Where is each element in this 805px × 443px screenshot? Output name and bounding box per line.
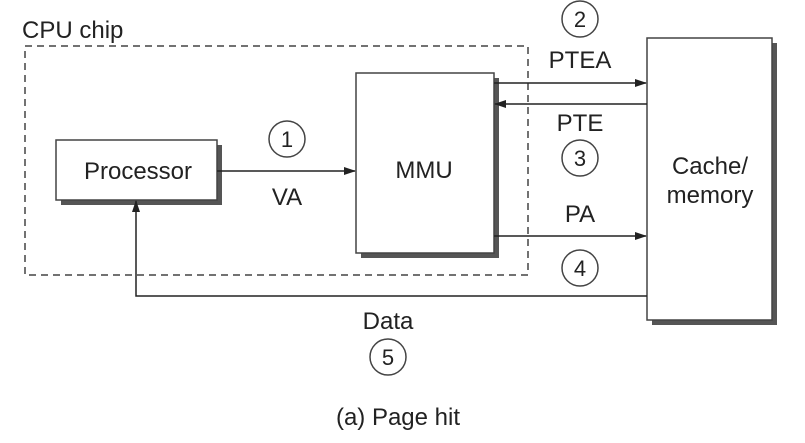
step-3-badge bbox=[561, 139, 599, 177]
cpu-chip-boundary bbox=[24, 45, 529, 276]
data-label: Data bbox=[363, 308, 414, 335]
cache-memory-label-line2: memory bbox=[667, 182, 754, 209]
step-5-number: 5 bbox=[382, 345, 394, 370]
step-2-number: 2 bbox=[574, 7, 586, 32]
step-2-badge bbox=[561, 0, 599, 38]
figure-caption: (a) Page hit bbox=[336, 404, 460, 431]
pa-label: PA bbox=[565, 201, 595, 228]
mmu-block: MMU bbox=[355, 72, 499, 258]
step-3-number: 3 bbox=[574, 146, 586, 171]
step-5-badge bbox=[369, 338, 407, 376]
cache-memory-label-line1: Cache/ bbox=[672, 153, 748, 180]
mmu-label: MMU bbox=[395, 157, 452, 184]
step-1-number: 1 bbox=[281, 127, 293, 152]
ptea-label: PTEA bbox=[549, 47, 612, 74]
step-4-number: 4 bbox=[574, 256, 586, 281]
cache-memory-block: Cache/ memory bbox=[646, 37, 777, 325]
pte-label: PTE bbox=[557, 110, 604, 137]
processor-label: Processor bbox=[84, 158, 192, 185]
va-label: VA bbox=[272, 184, 302, 211]
processor-block: Processor bbox=[55, 139, 222, 205]
cpu-chip-label: CPU chip bbox=[22, 17, 123, 44]
data-arrow bbox=[132, 200, 647, 297]
step-1-badge bbox=[268, 120, 306, 158]
step-4-badge bbox=[561, 249, 599, 287]
